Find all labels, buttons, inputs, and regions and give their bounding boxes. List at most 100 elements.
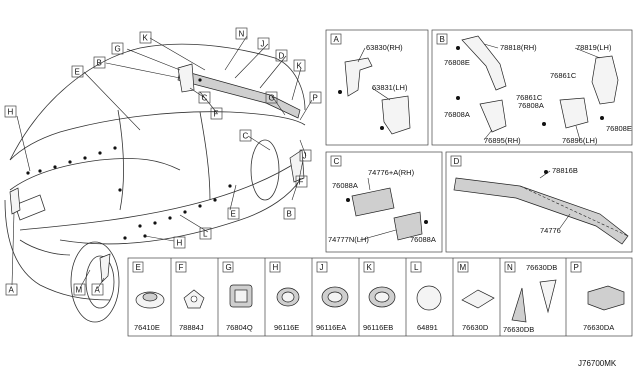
car-grille — [19, 239, 71, 256]
panel-h-letter: H — [273, 263, 279, 272]
callout-C-mid: C — [202, 94, 208, 103]
roof-molding — [453, 177, 629, 245]
panel-b-part-8: 76896(LH) — [562, 136, 598, 145]
callout-G: G — [115, 45, 121, 54]
panel-d: D 78816B 74776 — [445, 151, 633, 253]
panel-p-part: 76630DA — [583, 323, 614, 332]
mudflap-lh — [381, 95, 411, 135]
fender-guard-B — [177, 63, 195, 93]
panel-j-letter: J — [320, 263, 324, 272]
panel-k-letter: K — [367, 263, 373, 272]
callout-F-right: F — [299, 178, 304, 187]
car-pillar-2 — [199, 111, 211, 201]
panel-b-part-6: 76808A — [444, 110, 470, 119]
panel-n-letter: N — [507, 263, 513, 272]
panel-p-letter: P — [574, 263, 579, 272]
callout-L: L — [203, 230, 208, 239]
callout-H-left: H — [8, 108, 14, 117]
car-headlight — [14, 194, 46, 221]
panel-a-part-lh: 63831(LH) — [372, 83, 408, 92]
pad-76630DA — [587, 285, 625, 311]
splash-guard-rh — [461, 35, 507, 91]
callout-B-right: B — [287, 210, 292, 219]
front-mudguard-H — [9, 187, 21, 215]
pad-76630DB-left — [511, 287, 527, 323]
diagram-code: J76700MK — [578, 359, 617, 368]
panel-e-part: 76410E — [134, 323, 160, 332]
callout-A-right: A — [95, 286, 101, 295]
callout-H-mid: H — [177, 239, 183, 248]
panel-c-letter: C — [334, 157, 340, 166]
clip-dots — [26, 78, 232, 240]
car-front-bumper — [4, 199, 111, 301]
callout-C-right: C — [243, 132, 249, 141]
bottom-parts-row: E 76410E F 78884J G 76804Q H 96116E J 96… — [127, 257, 633, 337]
panel-b-part-5: 76808A — [518, 101, 544, 110]
car-sill — [59, 179, 301, 245]
callout-E-top: E — [75, 68, 80, 77]
panel-g-letter: G — [226, 263, 232, 272]
side-guard-lh — [393, 211, 423, 241]
panel-n-part-bottom: 76630DB — [503, 325, 534, 334]
car-body-line — [9, 111, 306, 161]
panel-b-part-9: 76808E — [606, 124, 632, 133]
roof-rail-D — [177, 69, 301, 119]
panel-c-part-3: 76088A — [410, 235, 436, 244]
panel-a-part-rh: 63830(RH) — [366, 43, 403, 52]
mudguard-lh — [559, 97, 589, 129]
panel-c-part-2: 74777N(LH) — [328, 235, 369, 244]
leader-lines — [11, 35, 313, 289]
panel-b-part-0: 78818(RH) — [500, 43, 537, 52]
panel-l-part: 64891 — [417, 323, 438, 332]
panel-g-part: 76804Q — [226, 323, 253, 332]
panel-a: A 63830(RH) 63831(LH) — [325, 29, 429, 146]
panel-d-part-0: 78816B — [552, 166, 578, 175]
panel-m-letter: M — [460, 263, 467, 272]
pad-76630DB-right — [539, 279, 557, 314]
pad-76630D — [461, 289, 495, 309]
panel-l-letter: L — [414, 263, 419, 272]
callout-K-top: K — [143, 34, 149, 43]
callout-N: N — [239, 30, 245, 39]
callout-K-right: K — [297, 62, 303, 71]
panel-a-letter: A — [334, 35, 340, 44]
callout-P: P — [313, 94, 318, 103]
callout-A-left: A — [9, 286, 15, 295]
car-lower-side — [19, 159, 301, 231]
callout-G-right: G — [269, 94, 275, 103]
overview-callouts: G K B E N J D K H C F G P C J F E B L H … — [4, 27, 322, 296]
callout-B-top: B — [97, 59, 102, 68]
callout-M: M — [76, 286, 83, 295]
front-mudguard-A — [99, 253, 111, 283]
panel-b-part-3: 76861C — [550, 71, 577, 80]
mudflap-rh — [344, 57, 373, 97]
panel-f-letter: F — [179, 263, 184, 272]
panel-m-part: 76630D — [462, 323, 489, 332]
panel-c: C 74776+A(RH) 76088A 74777N(LH) 76088A — [325, 151, 443, 253]
seal-64891 — [416, 285, 442, 311]
car-pillar — [117, 109, 124, 211]
callout-E-mid: E — [231, 210, 236, 219]
panel-f-part: 78884J — [179, 323, 204, 332]
panel-j-part: 96116EA — [316, 323, 346, 332]
panel-b-part-7: 76895(RH) — [484, 136, 521, 145]
car-front-wheel — [70, 241, 120, 323]
panel-c-part-1: 76088A — [332, 181, 358, 190]
callout-D: D — [279, 52, 285, 61]
panel-b-part-4: 76861C — [516, 93, 543, 102]
panel-b-part-1: 78819(LH) — [576, 43, 612, 52]
panel-b: B 78818(RH) 78819(LH) 76808E 76861C 7686… — [431, 29, 633, 146]
callout-J-right: J — [303, 152, 307, 161]
callout-F-mid: F — [214, 110, 219, 119]
panel-e-letter: E — [136, 263, 141, 272]
panel-k-part: 96116EB — [363, 323, 393, 332]
panel-d-letter: D — [454, 157, 460, 166]
panel-c-part-0: 74776+A(RH) — [368, 168, 415, 177]
splash-guard-lh — [591, 55, 619, 105]
car-hood — [9, 158, 181, 191]
car-front-wheel-inner — [85, 255, 115, 309]
side-guard-rh — [351, 187, 395, 217]
panel-b-letter: B — [440, 35, 445, 44]
car-rear-wheel — [250, 139, 280, 201]
